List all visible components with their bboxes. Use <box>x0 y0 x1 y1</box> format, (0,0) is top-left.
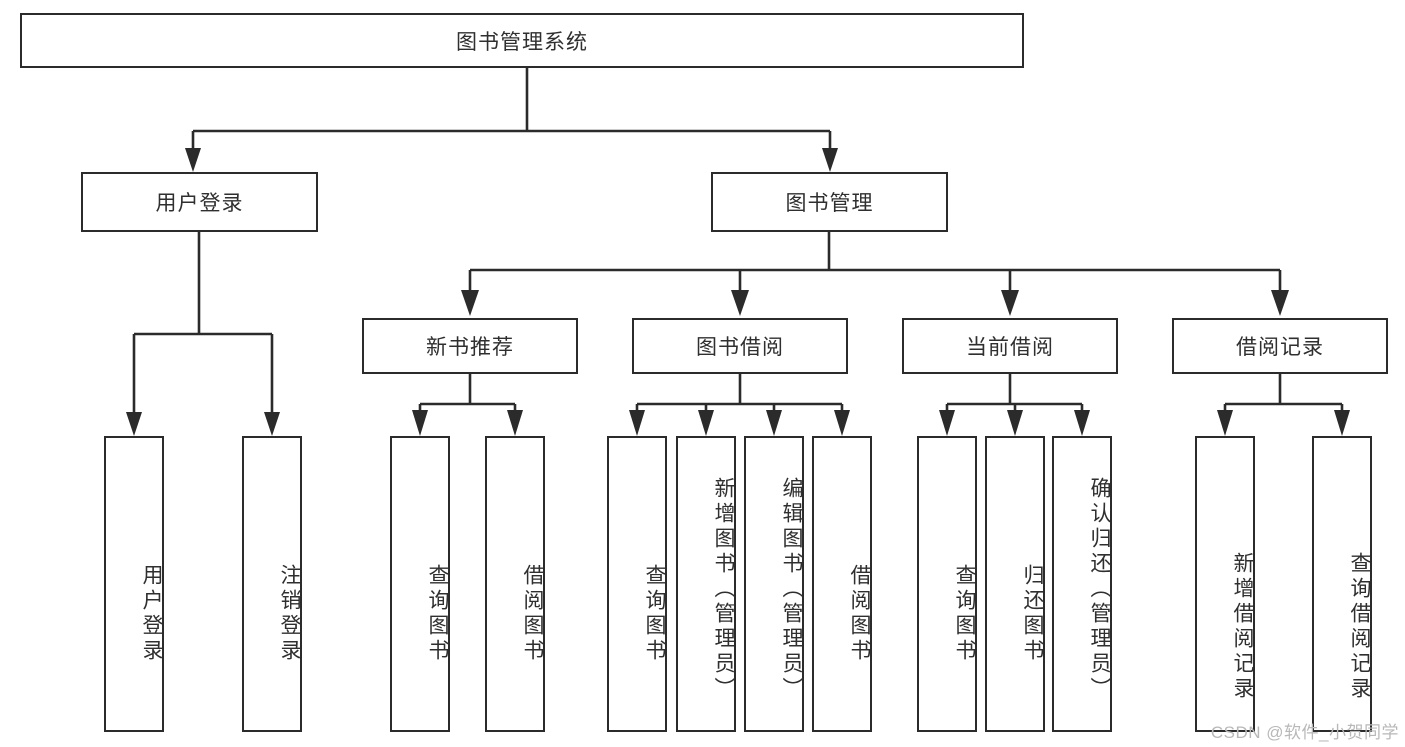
node-borrow-record[interactable]: 借阅记录 <box>1172 318 1388 374</box>
arrowhead-leaf-borrow-book-2 <box>834 410 850 436</box>
arrowhead-borrow-record <box>1271 290 1289 316</box>
arrowhead-leaf-add-record <box>1217 410 1233 436</box>
node-leaf-user-login[interactable]: 用户登录 <box>104 436 164 732</box>
watermark-text: CSDN @软件_小贺同学 <box>1210 723 1399 742</box>
arrowhead-leaf-borrow-book-1 <box>507 410 523 436</box>
arrowhead-leaf-confirm-return <box>1074 410 1090 436</box>
node-leaf-borrow-book-1[interactable]: 借阅图书 <box>485 436 545 732</box>
node-leaf-borrow-book-2[interactable]: 借阅图书 <box>812 436 872 732</box>
node-leaf-query-record[interactable]: 查询借阅记录 <box>1312 436 1372 732</box>
arrowhead-leaf-query-book-3 <box>939 410 955 436</box>
arrowhead-current-borrow <box>1001 290 1019 316</box>
node-leaf-return-book[interactable]: 归还图书 <box>985 436 1045 732</box>
arrowhead-leaf-user-login <box>126 412 142 436</box>
arrowhead-leaf-add-book <box>698 410 714 436</box>
node-user-login[interactable]: 用户登录 <box>81 172 318 232</box>
node-leaf-query-book-1[interactable]: 查询图书 <box>390 436 450 732</box>
arrowhead-leaf-query-record <box>1334 410 1350 436</box>
arrowhead-leaf-query-book-1 <box>412 410 428 436</box>
arrowhead-leaf-user-logout <box>264 412 280 436</box>
arrowhead-user-login <box>185 148 201 172</box>
arrowhead-leaf-query-book-2 <box>629 410 645 436</box>
node-leaf-query-book-3[interactable]: 查询图书 <box>917 436 977 732</box>
node-book-borrow[interactable]: 图书借阅 <box>632 318 848 374</box>
node-leaf-confirm-return[interactable]: 确认归还（管理员） <box>1052 436 1112 732</box>
arrowhead-leaf-return-book <box>1007 410 1023 436</box>
arrowhead-book-manage <box>822 148 838 172</box>
node-current-borrow[interactable]: 当前借阅 <box>902 318 1118 374</box>
node-leaf-add-book[interactable]: 新增图书（管理员） <box>676 436 736 732</box>
node-new-book-rec[interactable]: 新书推荐 <box>362 318 578 374</box>
node-leaf-query-book-2[interactable]: 查询图书 <box>607 436 667 732</box>
node-book-manage[interactable]: 图书管理 <box>711 172 948 232</box>
node-leaf-edit-book[interactable]: 编辑图书（管理员） <box>744 436 804 732</box>
arrowhead-book-borrow <box>731 290 749 316</box>
node-root[interactable]: 图书管理系统 <box>20 13 1024 68</box>
arrowhead-new-book-rec <box>461 290 479 316</box>
node-leaf-add-record[interactable]: 新增借阅记录 <box>1195 436 1255 732</box>
arrowhead-leaf-edit-book <box>766 410 782 436</box>
node-leaf-user-logout[interactable]: 注销登录 <box>242 436 302 732</box>
